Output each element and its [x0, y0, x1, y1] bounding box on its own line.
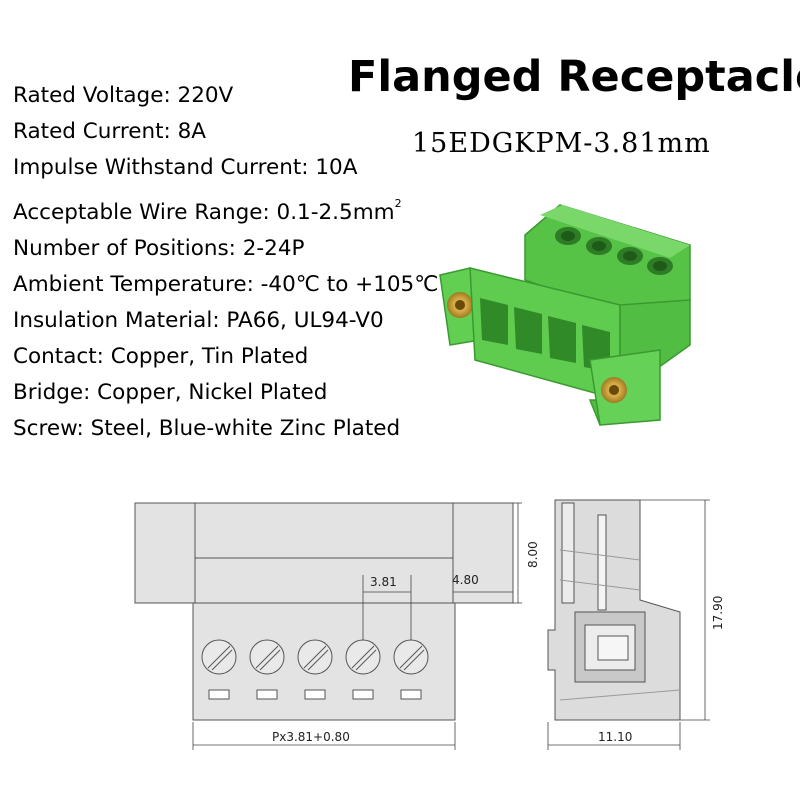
dim-height: 8.00 [526, 541, 540, 568]
front-dimension-lines [192, 502, 522, 750]
spec-insulation: Insulation Material: PA66, UL94-V0 [13, 308, 384, 333]
side-view-drawing [547, 499, 681, 721]
side-dimension-lines [547, 499, 710, 750]
spec-positions: Number of Positions: 2-24P [13, 236, 305, 261]
dim-flange: 4.80 [452, 573, 479, 587]
terminal-slots [208, 689, 422, 700]
spec-temperature: Ambient Temperature: -40℃ to +105℃ [13, 272, 439, 297]
product-title: Flanged Receptacle [348, 52, 800, 102]
spec-wire-range: Acceptable Wire Range: 0.1-2.5mm2 [13, 197, 402, 225]
screw-holes [555, 227, 673, 275]
spec-screw: Screw: Steel, Blue-white Zinc Plated [13, 416, 401, 441]
wire-openings [480, 298, 610, 372]
spec-list: Rated Voltage: 220V Rated Current: 8A Im… [13, 78, 438, 447]
dim-side-width: 11.10 [598, 730, 632, 744]
dim-length-formula: Px3.81+0.80 [272, 730, 350, 744]
spec-rated-current: Rated Current: 8A [13, 119, 207, 144]
spec-bridge: Bridge: Copper, Nickel Plated [13, 380, 328, 405]
terminal-screws [201, 639, 429, 675]
dim-side-height: 17.90 [711, 596, 725, 630]
spec-rated-voltage: Rated Voltage: 220V [13, 83, 234, 108]
connector-photo [439, 204, 691, 426]
dim-pitch: 3.81 [370, 575, 397, 589]
spec-impulse-current: Impulse Withstand Current: 10A [13, 155, 358, 180]
model-number: 15EDGKPM-3.81mm [412, 128, 711, 159]
front-view-drawing [134, 502, 514, 721]
spec-contact: Contact: Copper, Tin Plated [13, 344, 309, 369]
